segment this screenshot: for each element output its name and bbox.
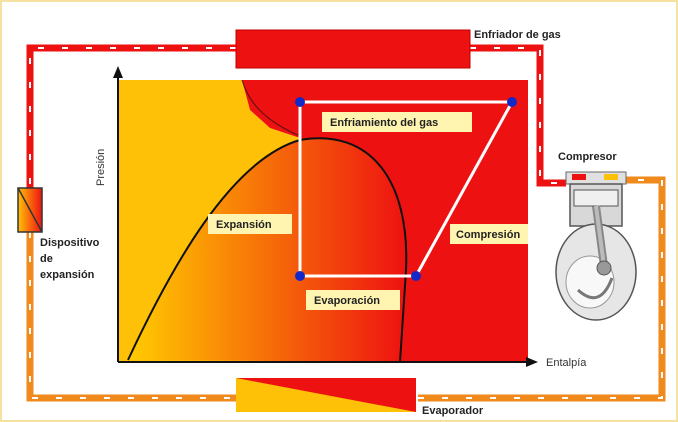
expansion-label: Expansión <box>216 219 272 231</box>
y-axis-arrow <box>113 66 123 78</box>
evaporator-label: Evaporador <box>422 405 484 417</box>
x-axis-arrow <box>526 357 538 367</box>
compressor <box>555 171 637 321</box>
pressure-axis-label: Presión <box>95 149 107 186</box>
cycle-point-2 <box>507 97 517 107</box>
expansion-device-label-line3: expansión <box>40 269 95 281</box>
compressor-label: Compresor <box>558 151 617 163</box>
enthalpy-axis-label: Entalpía <box>546 357 587 369</box>
expansion-device-label-line1: Dispositivo <box>40 237 100 249</box>
gas-cooler-label: Enfriador de gas <box>474 29 561 41</box>
hot-pipe <box>26 44 566 200</box>
cycle-point-3 <box>411 271 421 281</box>
evaporation-label-bg <box>306 290 400 310</box>
gas-cooling-label-bg <box>322 112 472 132</box>
expansion-label-bg <box>208 214 292 234</box>
expansion-device-label-line2: de <box>40 253 53 265</box>
cycle-point-4 <box>295 271 305 281</box>
gas-cooling-label: Enfriamiento del gas <box>330 117 438 129</box>
evaporation-label: Evaporación <box>314 295 380 307</box>
compression-label-bg <box>450 224 528 244</box>
ph-diagram: Presión Entalpía Enfriamiento del gas Ex… <box>95 66 587 369</box>
compression-label: Compresión <box>456 229 520 241</box>
gas-cooler-box <box>235 29 471 69</box>
cycle-point-1 <box>295 97 305 107</box>
cold-pipe <box>26 176 666 402</box>
expansion-device <box>17 187 43 233</box>
evaporator-box <box>236 378 416 412</box>
